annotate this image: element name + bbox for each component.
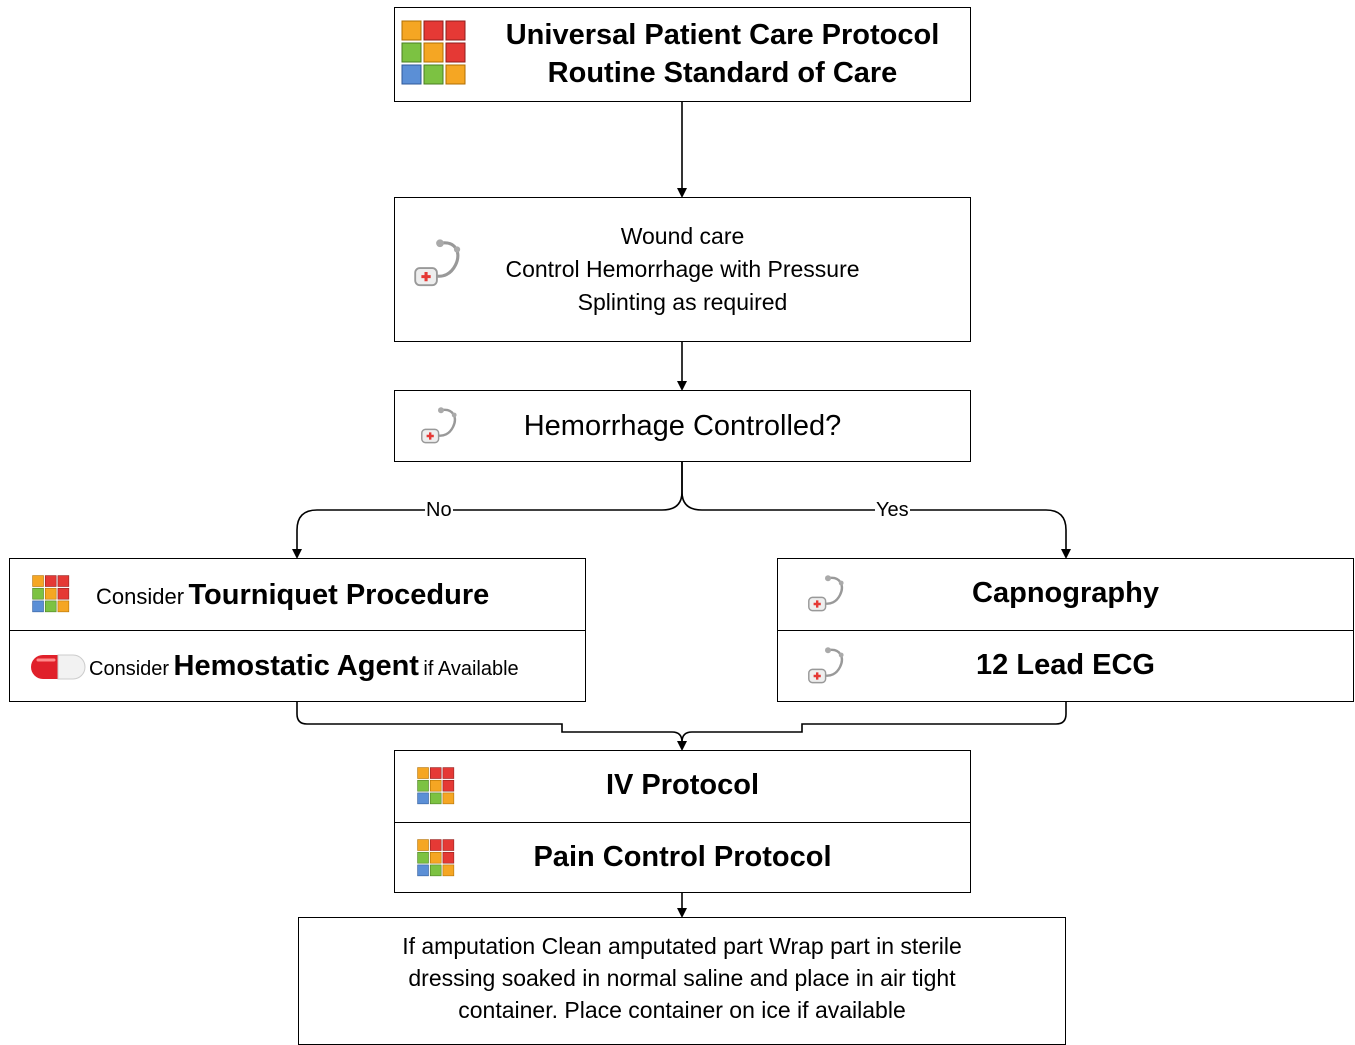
wound-care-box[interactable]: Wound care Control Hemorrhage with Press…: [394, 197, 971, 342]
decision-text: Hemorrhage Controlled?: [523, 410, 842, 442]
connector-right-to-protocols: [681, 702, 1067, 743]
amputation-line: If amputation Clean amputated part Wrap …: [402, 933, 962, 959]
iv-protocol-row[interactable]: IV Protocol: [395, 751, 970, 823]
start-title: Universal Patient Care Protocol: [505, 19, 940, 51]
ecg-row[interactable]: 12 Lead ECG: [778, 631, 1353, 703]
hemostatic-suffix: if Available: [423, 658, 519, 680]
protocol-grid-icon: [32, 575, 70, 613]
protocol-grid-icon: [417, 767, 455, 805]
start-subtitle: Routine Standard of Care: [547, 57, 898, 89]
stethoscope-icon: [808, 647, 844, 684]
capnography-label: Capnography: [972, 577, 1159, 609]
hemorrhage-decision-box[interactable]: Hemorrhage Controlled?: [394, 390, 971, 462]
wound-care-line: Wound care: [620, 223, 745, 249]
wound-care-line: Splinting as required: [577, 289, 788, 315]
tourniquet-hemostatic-box[interactable]: Consider Tourniquet Procedure Consider H…: [9, 558, 586, 702]
iv-protocol-label: IV Protocol: [605, 769, 760, 801]
hemostatic-label: Hemostatic Agent: [173, 650, 419, 682]
tourniquet-row[interactable]: Consider Tourniquet Procedure: [10, 559, 585, 631]
protocol-grid-icon: [417, 839, 455, 877]
stethoscope-icon: [414, 239, 461, 287]
edge-label-no: No: [425, 499, 453, 521]
row-divider: [395, 822, 970, 823]
tourniquet-prefix: Consider: [96, 584, 185, 609]
amputation-line: dressing soaked in normal saline and pla…: [408, 965, 956, 991]
iv-pain-protocol-box[interactable]: IV Protocol Pain Control Protocol: [394, 750, 971, 893]
capnography-row[interactable]: Capnography: [778, 559, 1353, 631]
wound-care-line: Control Hemorrhage with Pressure: [505, 256, 860, 282]
ecg-label: 12 Lead ECG: [976, 649, 1155, 681]
stethoscope-icon: [421, 407, 457, 444]
amputation-box[interactable]: If amputation Clean amputated part Wrap …: [298, 917, 1066, 1045]
row-divider: [778, 630, 1353, 631]
connector-decision-no: [292, 462, 683, 559]
medication-capsule-icon: [31, 654, 86, 680]
hemostatic-prefix: Consider: [89, 658, 170, 680]
amputation-line: container. Place container on ice if ava…: [458, 997, 906, 1023]
universal-care-box[interactable]: Universal Patient Care Protocol Routine …: [394, 7, 971, 102]
tourniquet-label: Tourniquet Procedure: [188, 579, 490, 611]
connector-decision-yes: [681, 462, 1071, 559]
pain-control-row[interactable]: Pain Control Protocol: [395, 823, 970, 894]
row-divider: [10, 630, 585, 631]
stethoscope-icon: [808, 575, 844, 612]
connector-left-to-protocols: [296, 702, 687, 751]
edge-label-yes: Yes: [875, 499, 910, 521]
protocol-grid-icon: [401, 20, 466, 85]
capnography-ecg-box[interactable]: Capnography 12 Lead ECG: [777, 558, 1354, 702]
hemostatic-row[interactable]: Consider Hemostatic Agent if Available: [10, 631, 585, 703]
pain-control-label: Pain Control Protocol: [533, 841, 832, 873]
